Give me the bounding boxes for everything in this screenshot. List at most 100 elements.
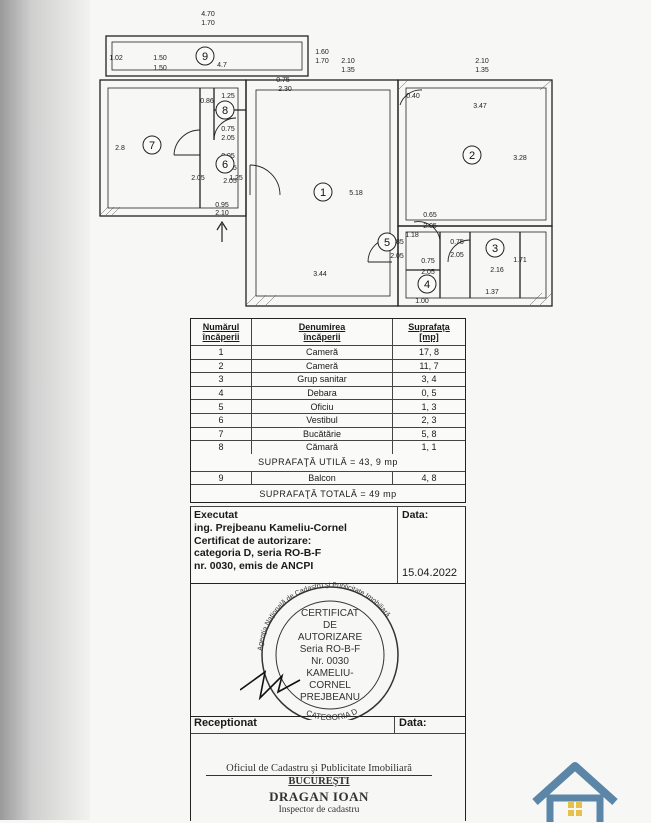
row-name: Vestibul — [252, 413, 393, 427]
room-number-marker: 7 — [142, 135, 162, 155]
dimension-label: 4.70 — [201, 11, 215, 18]
row-area: 1, 1 — [421, 442, 437, 453]
room-number: 2 — [469, 150, 475, 162]
util-total-row: SUPRAFAŢĂ UTILĂ = 43, 9 mp — [191, 454, 465, 472]
dimension-label: 0.86 — [200, 98, 214, 105]
dimension-label: 3.47 — [473, 103, 487, 110]
row-name: Balcon — [252, 471, 393, 485]
stamp-line: CERTIFICAT — [301, 608, 359, 619]
door-swings — [173, 89, 471, 263]
stamp-line: PREJBEANU — [300, 692, 360, 703]
executat-title: Executat — [194, 509, 238, 521]
row-name: Debara — [252, 386, 393, 400]
room-number-marker: 5 — [377, 232, 397, 252]
cadastre-stamp: Oficiul de Cadastru şi Publicitate Imobi… — [206, 763, 432, 823]
authorization-stamp: Agenţia Naţională de Cadastru şi Publici… — [240, 582, 399, 720]
dimension-label: 0.75 — [276, 77, 290, 84]
dimension-label: 1.60 — [315, 49, 329, 56]
receptionat-title: Receptionat — [191, 717, 395, 733]
stamp-area — [190, 582, 466, 716]
room-number: 8 — [222, 105, 228, 117]
dimension-label: 1.25 — [229, 175, 243, 182]
dimension-label: 2.05 — [223, 178, 237, 185]
header-area: Suprafaţa — [408, 322, 450, 332]
row-area: 0, 5 — [421, 388, 437, 399]
dimension-label: 1.50 — [153, 65, 167, 72]
row-area: 17, 8 — [418, 347, 440, 358]
stamp-line: Seria RO-B-F — [300, 644, 361, 655]
row-number: 4 — [191, 386, 252, 400]
dimension-label: 1.70 — [315, 58, 329, 65]
room-number: 3 — [492, 243, 498, 255]
dimension-label: 1.25 — [221, 93, 235, 100]
dimension-label: 2.05 — [423, 223, 437, 230]
row-area: 5, 8 — [421, 428, 437, 439]
dimension-label: 0.95 — [215, 202, 229, 209]
dimension-label: 2.8 — [115, 145, 125, 152]
dimension-label: 1.50 — [153, 55, 167, 62]
room-number: 6 — [222, 159, 228, 171]
dimension-label: 0.75 — [421, 258, 435, 265]
dimension-label: 2.05 — [191, 175, 205, 182]
dimension-label: 1.02 — [109, 55, 123, 62]
dimension-label: 1.70 — [201, 20, 215, 27]
dimension-label: 2.10 — [475, 58, 489, 65]
dimension-label: 2.10 — [215, 210, 229, 217]
room-number: 1 — [320, 187, 326, 199]
header-area-unit: [mp] — [419, 332, 439, 342]
plan-walls — [99, 35, 553, 307]
row-area: 1, 3 — [421, 401, 437, 412]
grand-total: SUPRAFAŢĂ TOTALĂ = 49 mp — [259, 488, 397, 499]
dimension-label: 1.00 — [415, 298, 429, 305]
wall-hatch — [99, 79, 553, 306]
receptionat-data-label: Data: — [399, 717, 427, 729]
row-area: 2, 3 — [421, 415, 437, 426]
dimension-label: 1.37 — [485, 289, 499, 296]
room-number-marker: 9 — [195, 46, 215, 66]
dimension-label: 0.40 — [406, 93, 420, 100]
house-logo-icon — [532, 762, 618, 822]
dimension-label: 0.85 — [390, 239, 404, 246]
table-row: 9 Balcon 4, 8 — [191, 471, 465, 486]
executat-date: 15.04.2022 — [402, 567, 458, 579]
dimension-label: 2.05 — [221, 135, 235, 142]
executat-box: Executat ing. Prejbeanu Kameliu-Cornel C… — [190, 506, 466, 584]
row-number: 7 — [191, 427, 252, 441]
room-number: 5 — [384, 237, 390, 249]
cadastre-city: BUCUREŞTI — [288, 776, 350, 787]
header-name-2: încăperii — [303, 332, 341, 342]
stamp-line: DE — [323, 620, 337, 631]
scan-shadow — [0, 0, 90, 820]
room-number: 7 — [149, 140, 155, 152]
dimension-label: 3.44 — [313, 271, 327, 278]
room-number-marker: 4 — [417, 274, 437, 294]
signature — [240, 670, 301, 701]
dimension-label: 2.05 — [390, 253, 404, 260]
row-number: 3 — [191, 373, 252, 386]
row-name: Cameră — [252, 346, 393, 359]
stamp-line: CORNEL — [309, 680, 351, 691]
header-number: Numărul — [202, 322, 240, 332]
executat-line: Certificat de autorizare: — [194, 534, 312, 547]
row-area: 3, 4 — [421, 374, 437, 385]
dimension-label: 1.71 — [513, 257, 527, 264]
room-number: 4 — [424, 279, 430, 291]
row-number: 2 — [191, 359, 252, 373]
row-area: 4, 8 — [421, 473, 437, 484]
row-name: Cameră — [252, 359, 393, 373]
util-total: SUPRAFAŢĂ UTILĂ = 43, 9 mp — [258, 457, 398, 468]
dimension-label: 0.65 — [423, 212, 437, 219]
row-name: Cămară — [252, 441, 393, 454]
dimension-label: 2.05 — [421, 269, 435, 276]
room-number-marker: 8 — [215, 100, 235, 120]
